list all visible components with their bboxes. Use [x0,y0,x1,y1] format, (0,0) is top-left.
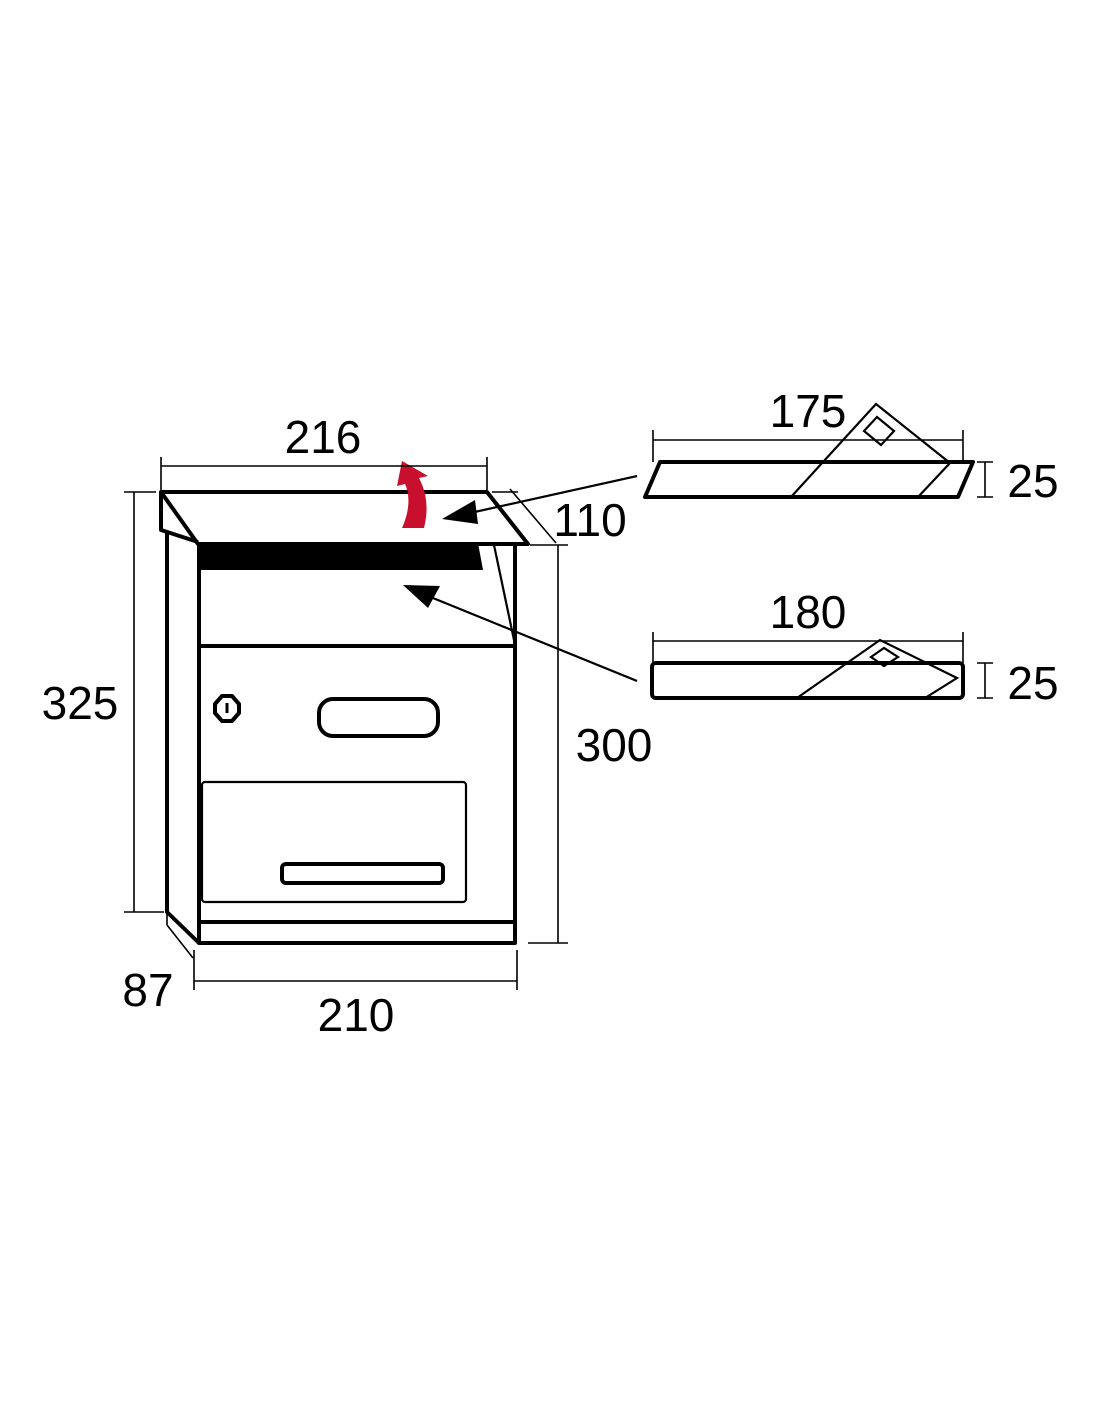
dim-depth: 87 [122,964,173,1016]
arrow-head-icon [403,585,440,608]
dim-total-height: 325 [42,677,119,729]
dimension-lines [124,457,568,990]
mail-slot-opening [200,543,483,570]
dim-lid-depth: 110 [553,494,626,546]
dim-slot-opening-width: 180 [770,586,847,638]
inner-panel [200,780,468,904]
body-front [197,544,517,945]
lid-flap-edge [492,544,516,641]
letter-icon [793,638,960,700]
letter-slot-detail-top [643,402,993,499]
dim-body-height: 300 [576,719,653,771]
name-plate-slot [280,862,445,885]
mailbox [159,490,530,945]
dim-lid-width: 216 [285,411,362,463]
dim-slot-opening-height: 25 [1007,657,1058,709]
window-slot [317,697,440,738]
dim-slot-letter-height: 25 [1007,455,1058,507]
dim-body-width: 210 [318,989,395,1041]
letter-icon [788,402,952,499]
lock-icon [213,694,241,723]
dim-slot-letter-width: 175 [770,385,847,437]
pointer-arrows [403,474,638,683]
lid [159,490,530,546]
body-side [165,532,201,945]
arrow-head-icon [442,500,478,524]
open-lid-arrow-icon [397,461,428,528]
letter-slot-detail-bottom [650,632,993,700]
